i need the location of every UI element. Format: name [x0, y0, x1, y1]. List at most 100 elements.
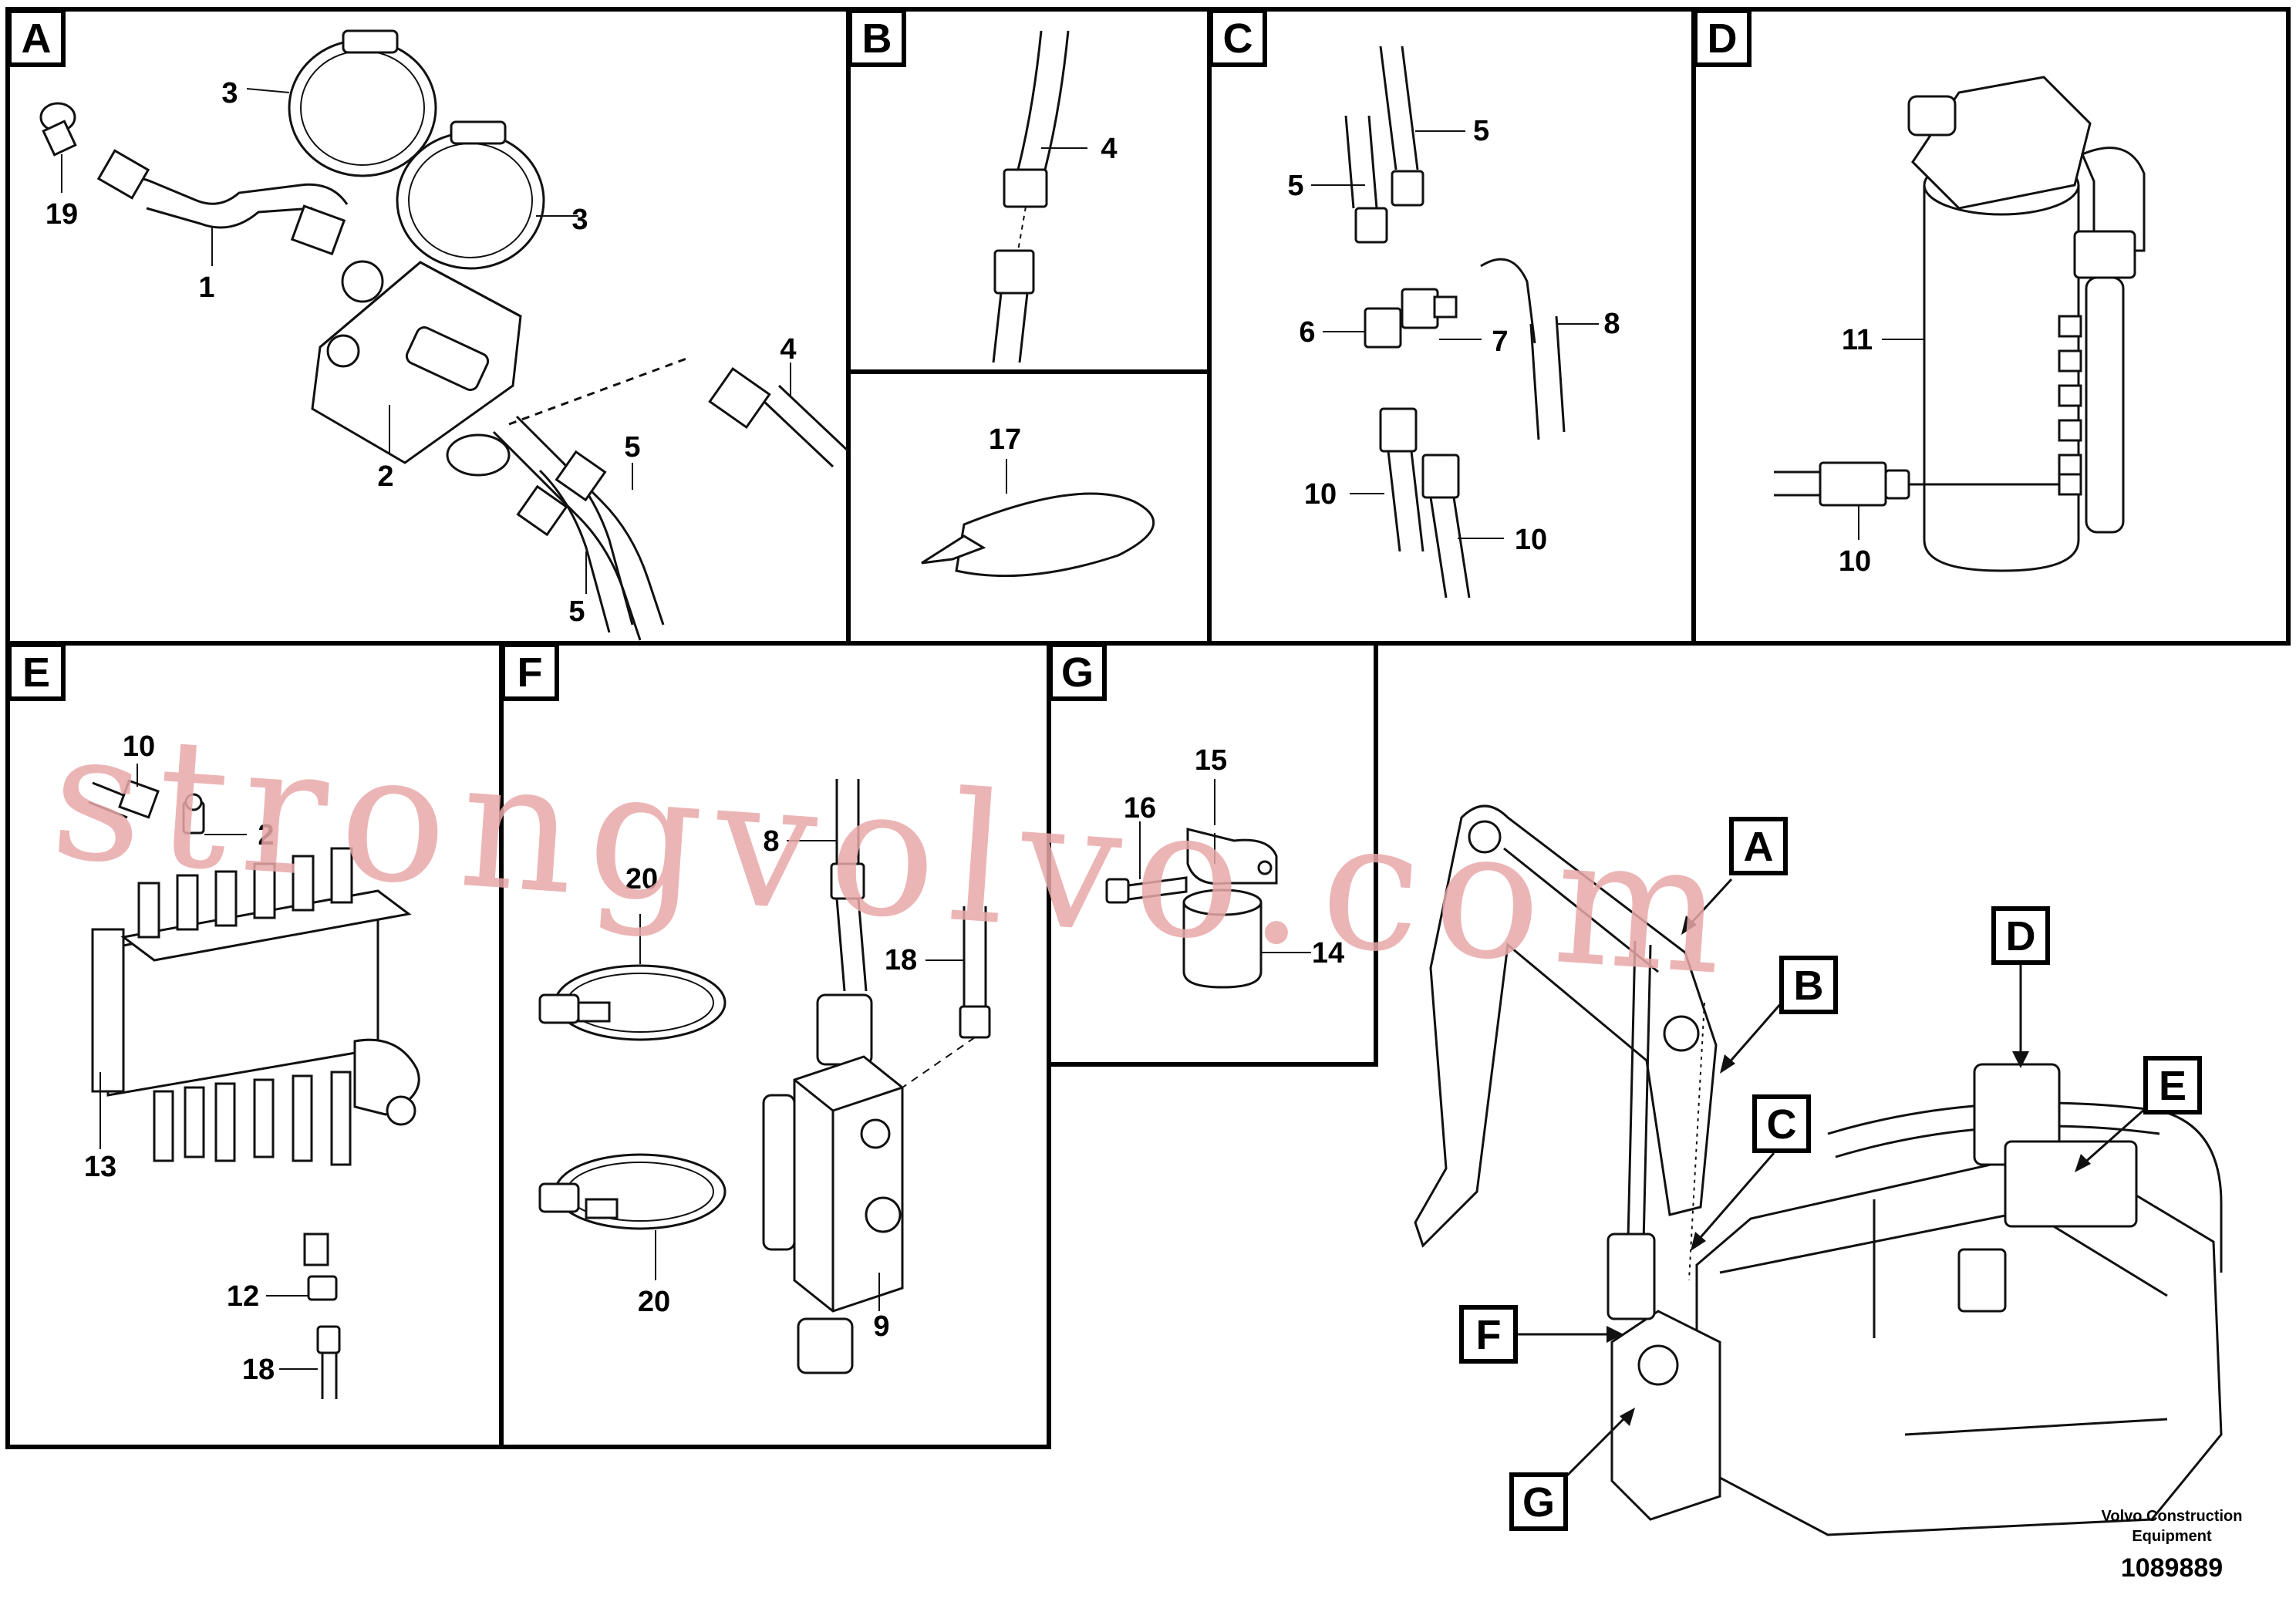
footer: Volvo Construction Equipment 1089889	[2102, 1508, 2243, 1583]
svg-text:G: G	[1522, 1479, 1555, 1526]
callout-c-10-left: 10	[1304, 478, 1337, 511]
dashed-link-a	[508, 357, 687, 426]
footer-company-line1: Volvo Construction	[2102, 1508, 2243, 1525]
control-valve-13	[91, 847, 420, 1266]
callout-a-5-upper: 5	[624, 431, 640, 464]
callout-a-1: 1	[198, 271, 214, 304]
valve-9	[762, 993, 904, 1374]
clamp-20-lower	[538, 1153, 727, 1230]
callout-c-5-right: 5	[1473, 115, 1489, 147]
svg-text:D: D	[2006, 913, 2036, 959]
panel-g-drawing	[1105, 779, 1311, 989]
overview-label-c: C	[1691, 1094, 1811, 1251]
bolt-16	[1105, 876, 1188, 904]
svg-text:C: C	[1223, 15, 1253, 62]
panel-e-drawing	[88, 764, 420, 1399]
callout-f-9: 9	[873, 1310, 889, 1343]
svg-text:E: E	[2159, 1063, 2186, 1109]
callout-e-2: 2	[258, 819, 274, 851]
clamp-3-lower	[396, 120, 545, 270]
hoses-5	[492, 415, 665, 641]
chassis	[1695, 1148, 2223, 1536]
callout-c-5-left: 5	[1287, 170, 1303, 202]
panel-letter-a: A	[7, 8, 66, 67]
callout-b-17: 17	[989, 423, 1021, 456]
callout-f-20-upper: 20	[625, 863, 658, 895]
svg-text:D: D	[1708, 15, 1738, 62]
panel-e-callouts: 10 2 13 12 18	[84, 730, 275, 1386]
callout-b-4: 4	[1101, 133, 1117, 165]
callout-e-13: 13	[84, 1151, 116, 1183]
callout-g-14: 14	[1312, 937, 1344, 969]
fitting-19	[39, 102, 77, 157]
tee-7-branch	[1433, 295, 1458, 319]
callout-a-4: 4	[780, 333, 796, 366]
panel-b-drawing	[921, 30, 1155, 578]
callout-a-5-lower: 5	[568, 595, 585, 628]
svg-text:F: F	[1476, 1312, 1502, 1358]
machine-overview	[1414, 804, 2223, 1536]
callout-f-8: 8	[763, 825, 779, 858]
panel-frames	[5, 7, 2291, 1449]
overview-label-e: E	[2075, 1056, 2202, 1172]
callout-e-10: 10	[123, 730, 155, 763]
filter-11	[1907, 76, 2146, 572]
panel-b-callouts: 4 17	[989, 133, 1118, 456]
panel-letter-g: G	[1048, 642, 1107, 701]
callout-e-18: 18	[242, 1354, 275, 1386]
fitting-18	[316, 1325, 341, 1354]
clamp-3-upper	[288, 29, 437, 177]
overview-label-a: A	[1681, 817, 1788, 935]
panel-g-frame	[1047, 641, 1378, 1067]
callout-c-8: 8	[1603, 308, 1620, 340]
callout-a-3-lower: 3	[571, 204, 588, 236]
callout-g-16: 16	[1124, 792, 1156, 824]
callout-d-11: 11	[1842, 324, 1873, 356]
panel-letter-b: B	[848, 8, 906, 67]
svg-text:E: E	[22, 649, 50, 696]
panel-d-drawing	[1774, 76, 2146, 572]
panel-letter-c: C	[1209, 8, 1267, 67]
panel-d-callouts: 11 10	[1839, 324, 1873, 578]
overview-label-g: G	[1509, 1408, 1635, 1531]
footer-drawing-number: 1089889	[2121, 1553, 2223, 1583]
callout-g-15: 15	[1195, 744, 1227, 777]
tee-7	[1401, 288, 1439, 329]
panel-c-callouts: 5 5 6 7 8 10 10	[1287, 115, 1620, 556]
callout-d-10: 10	[1839, 545, 1871, 578]
overview-label-b: B	[1720, 956, 1838, 1074]
sleeve-14	[1182, 889, 1263, 989]
svg-text:B: B	[862, 15, 892, 62]
valve-block-2	[311, 260, 522, 477]
bracket-15	[1186, 828, 1278, 885]
panel-a-drawing	[39, 29, 850, 641]
panel-a-callouts: 19 1 3 3 2 4 5 5	[46, 77, 797, 628]
callout-c-7: 7	[1492, 325, 1508, 358]
panel-letter-d: D	[1693, 8, 1752, 67]
svg-text:B: B	[1794, 963, 1824, 1009]
panel-letter-f: F	[501, 642, 559, 701]
pipe-1	[96, 149, 349, 256]
callout-f-20-lower: 20	[638, 1286, 670, 1318]
svg-text:C: C	[1767, 1101, 1797, 1148]
panel-f-callouts: 8 20 18 20 9	[625, 825, 917, 1343]
union-6	[1364, 307, 1402, 349]
svg-text:A: A	[22, 15, 52, 62]
overview-label-d: D	[1991, 906, 2050, 1068]
callout-a-19: 19	[46, 198, 78, 231]
svg-text:G: G	[1061, 649, 1094, 696]
boom	[1414, 804, 1718, 1248]
panel-c-drawing	[1311, 46, 1599, 599]
fitting-12	[307, 1275, 338, 1301]
hose-fitting-4	[708, 366, 850, 468]
clamp-20-upper	[538, 964, 727, 1041]
callout-a-2: 2	[377, 460, 393, 493]
svg-text:F: F	[518, 649, 543, 696]
cable-tie-17	[921, 459, 1155, 578]
svg-text:A: A	[1744, 824, 1774, 870]
callout-c-10-right: 10	[1515, 524, 1547, 556]
panel-f-drawing	[538, 779, 991, 1374]
overview-label-f: F	[1459, 1305, 1623, 1364]
panel-c-frame	[1207, 7, 1696, 646]
